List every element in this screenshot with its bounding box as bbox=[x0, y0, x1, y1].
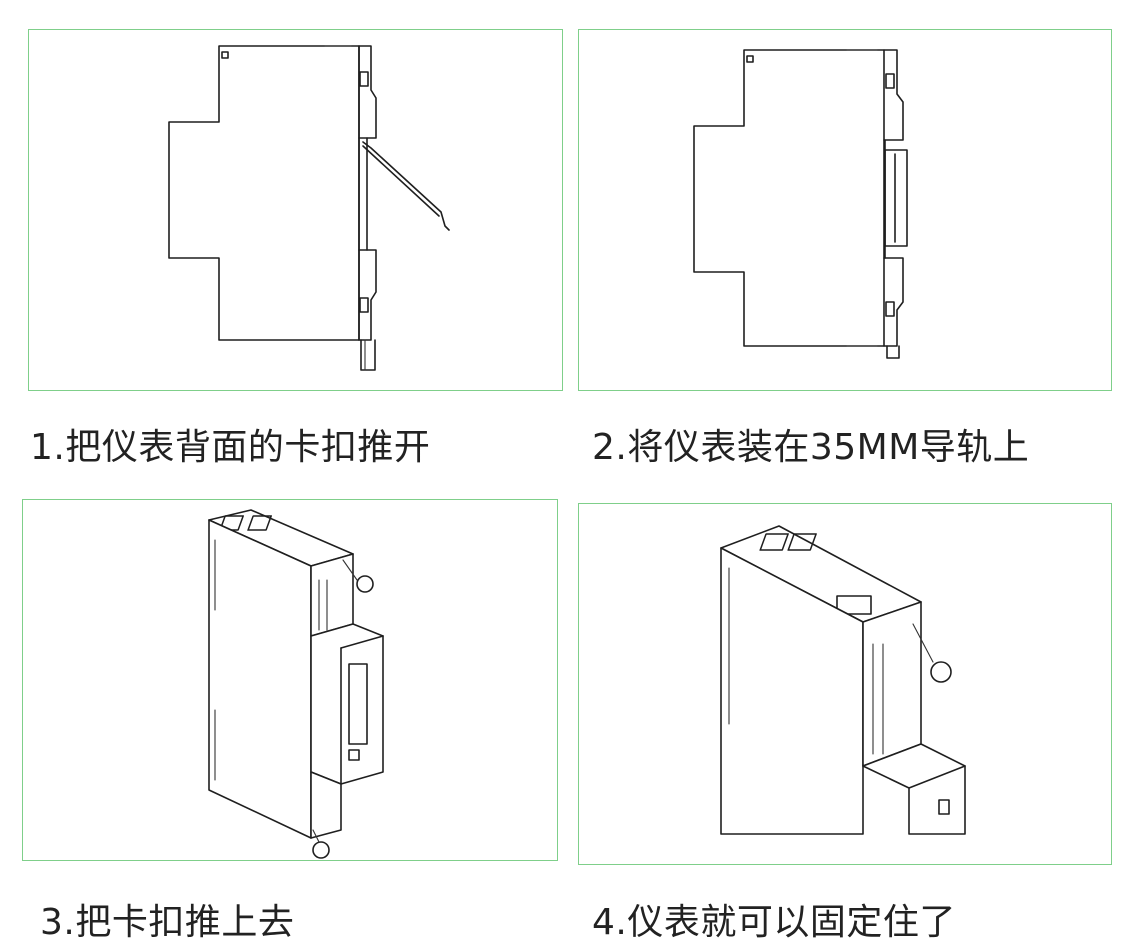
step-1-caption: 1.把仪表背面的卡扣推开 bbox=[30, 427, 431, 468]
meter-side-view-clip-open bbox=[168, 45, 450, 371]
meter-3d-fixed-on-rail bbox=[720, 525, 966, 835]
step-3-panel bbox=[22, 499, 558, 861]
step-4-caption: 4.仪表就可以固定住了 bbox=[592, 902, 956, 943]
step-4-panel bbox=[578, 503, 1112, 865]
meter-side-view-on-rail bbox=[693, 49, 908, 359]
meter-3d-clip-pushed bbox=[208, 509, 384, 859]
step-1-panel bbox=[28, 29, 563, 391]
step-2-caption: 2.将仪表装在35MM导轨上 bbox=[592, 427, 1030, 468]
step-2-panel bbox=[578, 29, 1112, 391]
step-3-caption: 3.把卡扣推上去 bbox=[40, 902, 295, 943]
